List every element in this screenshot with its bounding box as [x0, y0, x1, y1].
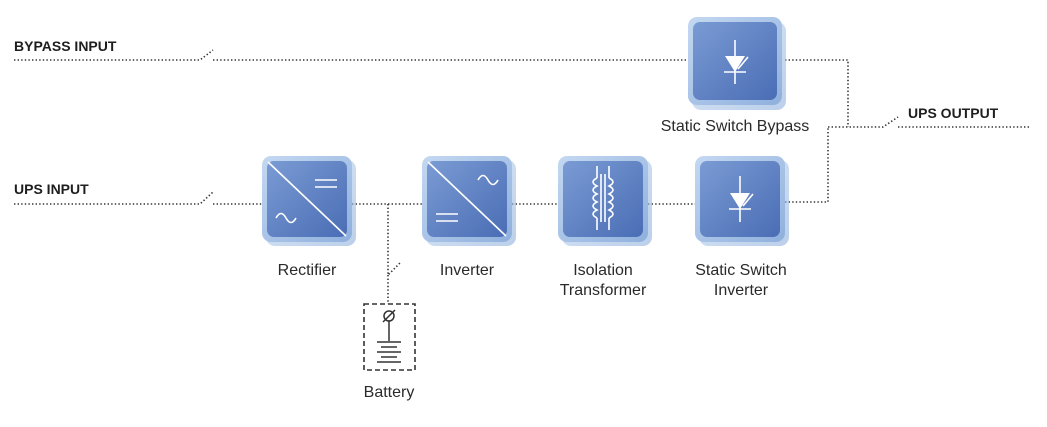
ups-input-wire: [14, 191, 262, 205]
ups-output-label: UPS OUTPUT: [908, 105, 999, 121]
static-switch-bypass-label: Static Switch Bypass: [661, 118, 810, 135]
static-switch-bypass-block: [688, 17, 786, 110]
isolation-transformer-label-line1: Isolation: [573, 262, 633, 279]
rectifier-block: [262, 156, 356, 246]
bypass-input-label: BYPASS INPUT: [14, 38, 117, 54]
wires: [14, 49, 1030, 304]
inverter-block: [422, 156, 516, 246]
inverter-label: Inverter: [440, 262, 495, 279]
thyristor-icon: [724, 40, 749, 84]
isolation-transformer-block: [558, 156, 652, 246]
static-switch-inverter-block: [695, 156, 789, 246]
inverter-to-output-wire: [785, 127, 829, 203]
thyristor-icon: [729, 176, 754, 222]
battery-icon: [377, 309, 401, 363]
static-switch-inverter-label-line1: Static Switch: [695, 262, 787, 279]
dc-ac-converter-icon: [427, 161, 507, 237]
ups-input-label: UPS INPUT: [14, 181, 89, 197]
bypass-to-output-wire: [785, 59, 849, 127]
isolation-transformer-label-line2: Transformer: [560, 282, 647, 299]
battery-block: [363, 303, 416, 371]
output-node-wire: [828, 116, 1030, 128]
battery-branch-wire: [387, 204, 401, 304]
static-switch-inverter-label-line2: Inverter: [714, 282, 769, 299]
bypass-input-wire: [14, 49, 688, 61]
battery-label: Battery: [364, 384, 415, 401]
rectifier-label: Rectifier: [278, 262, 337, 279]
transformer-coil-icon: [592, 166, 614, 230]
ac-dc-converter-icon: [267, 161, 347, 237]
